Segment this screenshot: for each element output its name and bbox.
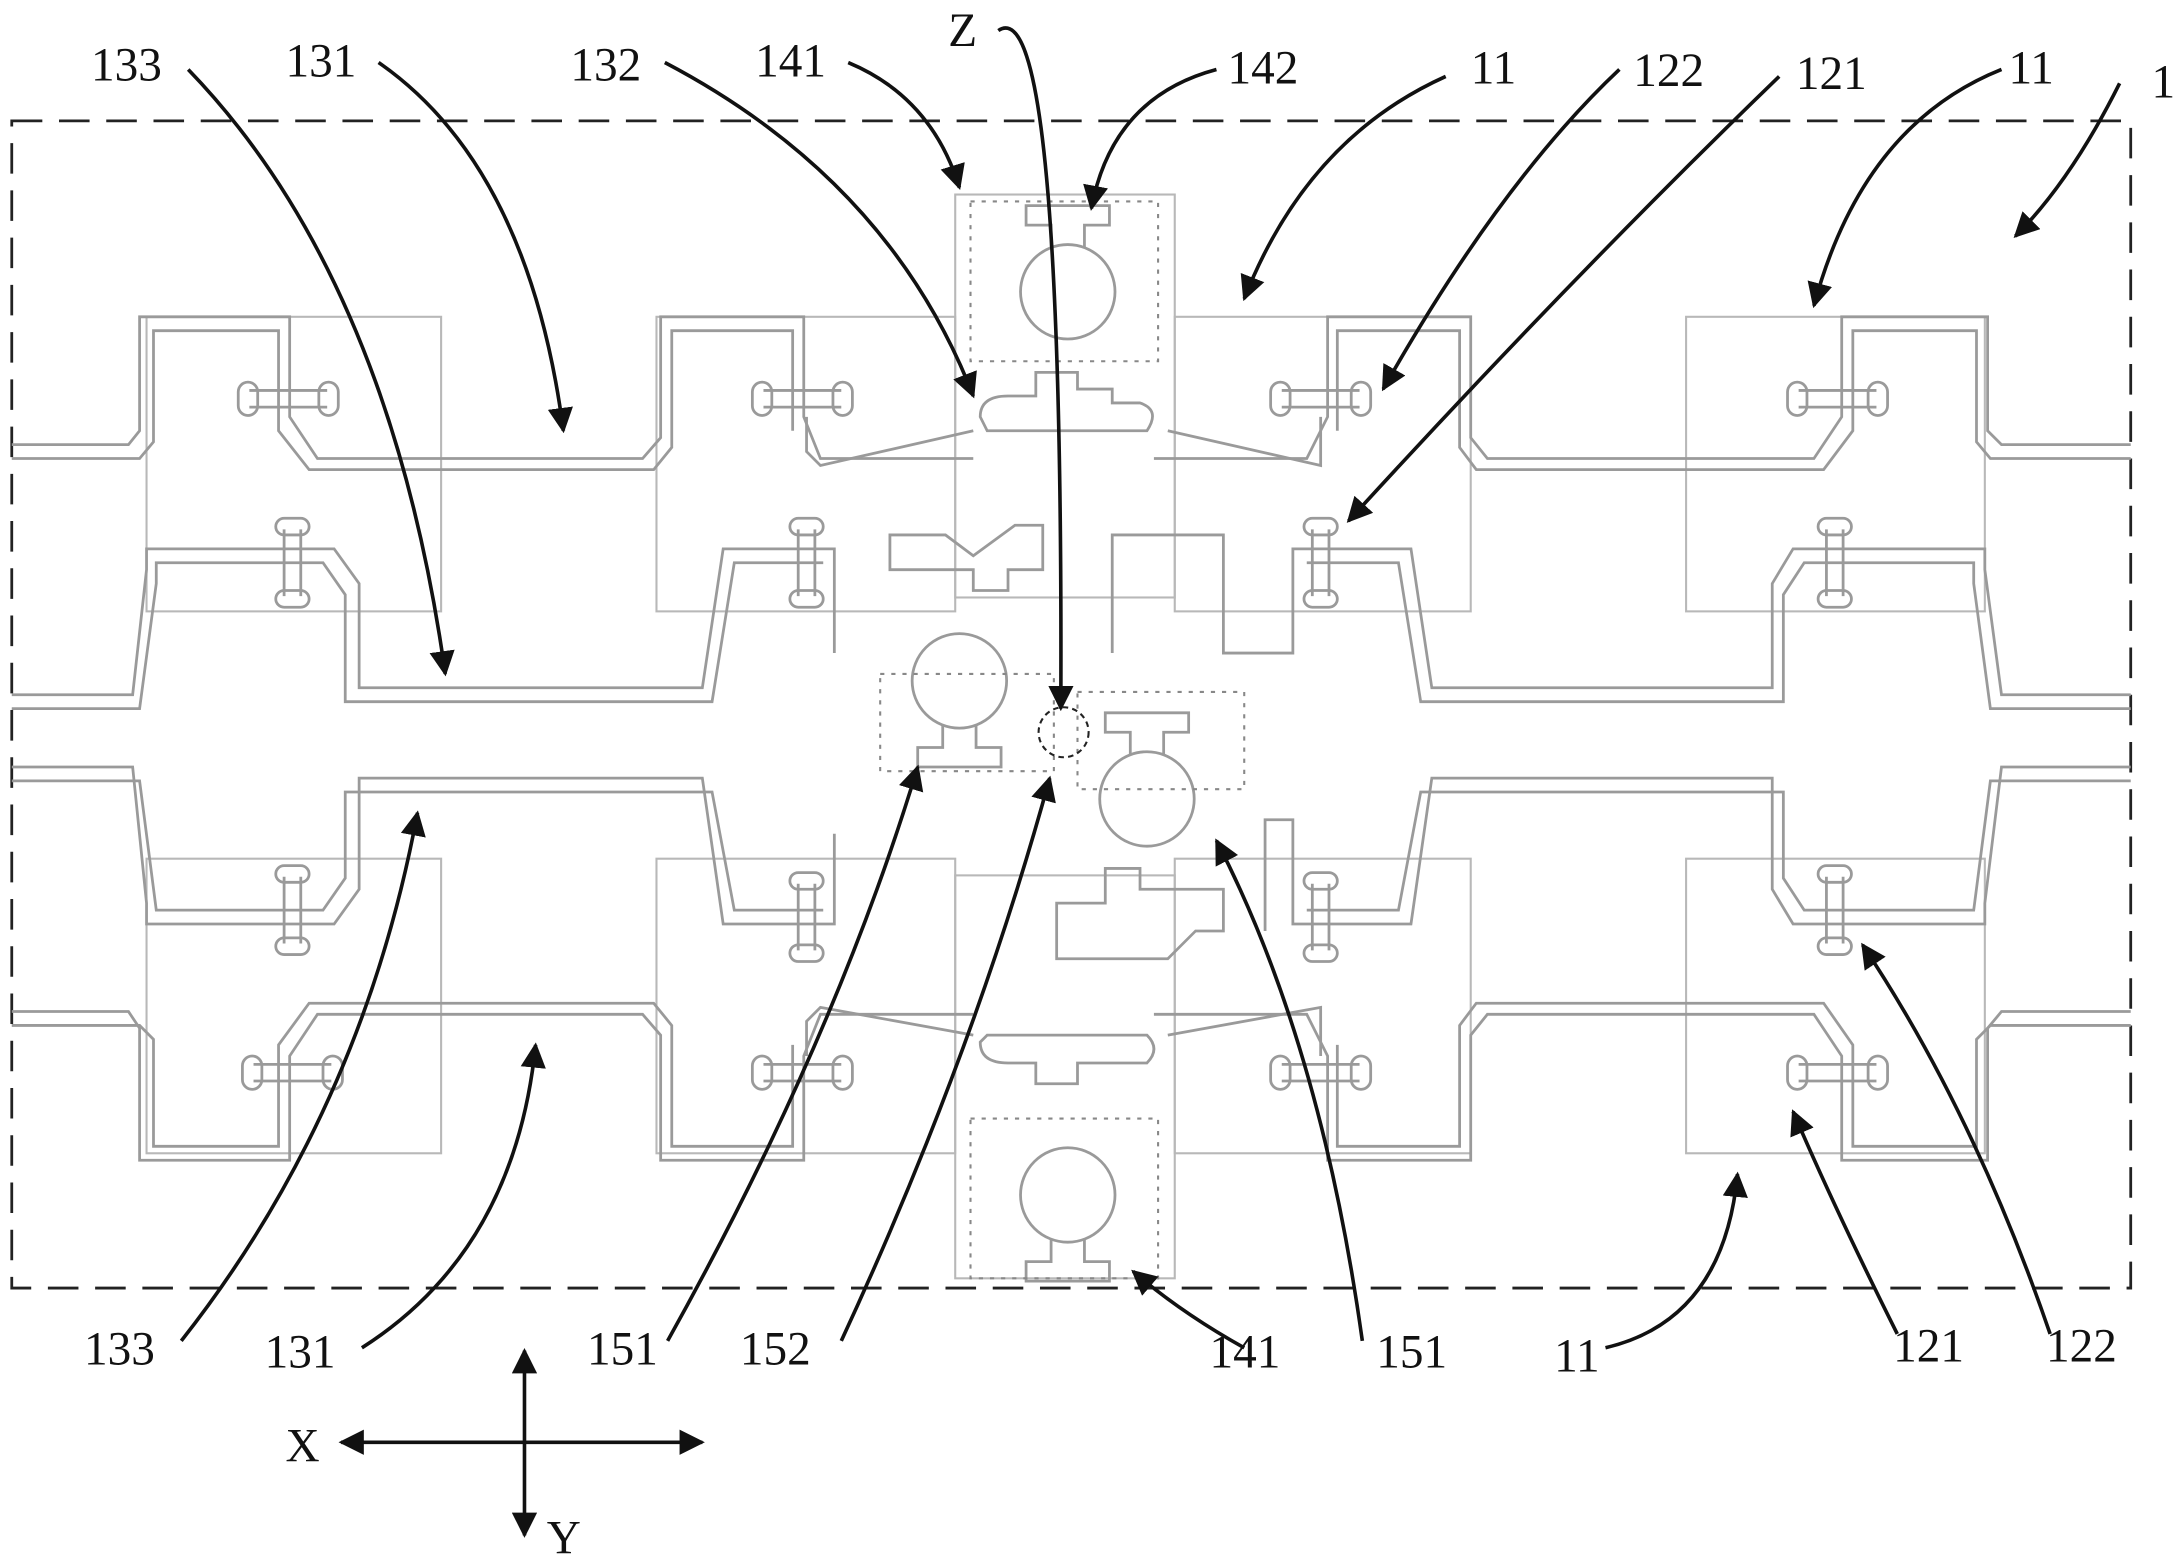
ref-label: Z: [948, 5, 977, 57]
ref-label: 133: [91, 40, 162, 92]
ref-label: 1: [2152, 56, 2176, 108]
axis-y-label: Y: [547, 1512, 581, 1559]
ref-label: 122: [2046, 1321, 2117, 1373]
ref-label: 131: [265, 1326, 336, 1378]
i-shaped-elements: [238, 382, 1887, 1089]
unit-cells: [147, 195, 1985, 1279]
ref-label: 133: [84, 1323, 155, 1375]
ref-label: 11: [1471, 42, 1516, 94]
ref-label: 11: [1554, 1330, 1599, 1382]
axis-x-label: X: [285, 1421, 319, 1473]
ref-label: 152: [740, 1323, 811, 1375]
ref-label: 132: [570, 40, 641, 92]
signal-traces: [12, 317, 2131, 1160]
ref-label: 11: [2008, 42, 2053, 94]
ref-label: 151: [587, 1323, 658, 1375]
ref-label: 121: [1893, 1321, 1964, 1373]
region-z-marker: [1039, 707, 1089, 757]
ref-label: 141: [1209, 1326, 1280, 1378]
ref-label: 122: [1633, 45, 1704, 97]
ref-label: 121: [1796, 48, 1867, 100]
ref-label: 131: [285, 35, 356, 87]
substrate-boundary: [12, 121, 2131, 1288]
axis-indicator: X Y: [285, 1351, 702, 1559]
ref-label: 142: [1228, 42, 1299, 94]
ref-label: 141: [755, 35, 826, 87]
reference-labels-top: 133 131 132 141 Z 142 11 122 121 11 1: [91, 5, 2175, 108]
ref-label: 151: [1376, 1326, 1447, 1378]
